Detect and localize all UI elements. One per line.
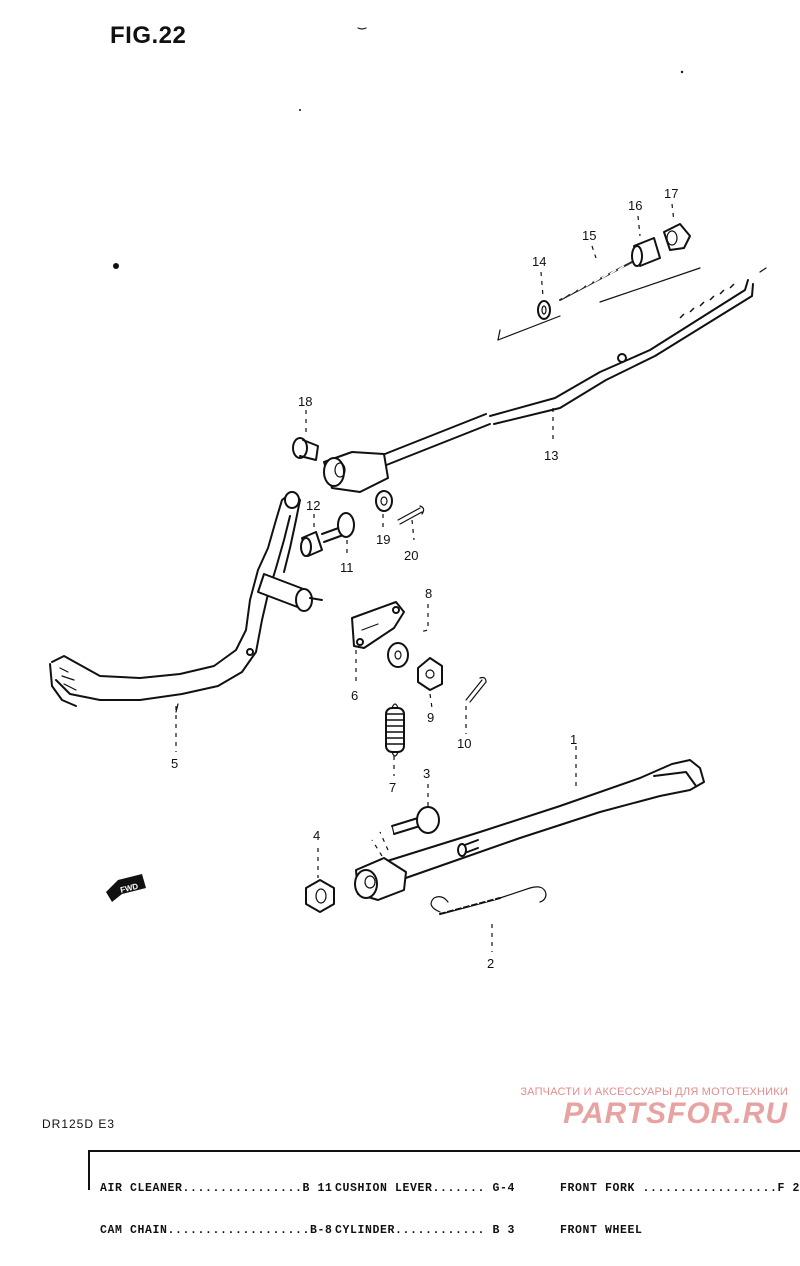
callout-9: 9 bbox=[427, 710, 434, 725]
part-4-nut bbox=[305, 879, 335, 913]
callout-1: 1 bbox=[570, 732, 577, 747]
model-code: DR125D E3 bbox=[42, 1117, 116, 1131]
callout-11: 11 bbox=[340, 560, 354, 575]
section-index-table: AIR CLEANER................B 11 CAM CHAI… bbox=[88, 1150, 800, 1237]
callout-18: 18 bbox=[298, 394, 312, 409]
part-20-cotter-pin bbox=[397, 505, 425, 525]
callout-6: 6 bbox=[351, 688, 358, 703]
part-3-bolt bbox=[391, 806, 440, 835]
part-11-bolt bbox=[321, 512, 355, 543]
callout-17: 17 bbox=[664, 186, 678, 201]
callout-20: 20 bbox=[404, 548, 418, 563]
callout-8: 8 bbox=[425, 586, 432, 601]
part-6-plate bbox=[351, 601, 405, 649]
watermark: ЗАПЧАСТИ И АКСЕССУАРЫ ДЛЯ МОТОТЕХНИКИ PA… bbox=[488, 1086, 788, 1130]
index-column-2: CUSHION LEVER....... G-4 CYLINDER.......… bbox=[335, 1154, 515, 1266]
callout-2: 2 bbox=[487, 956, 494, 971]
fwd-arrow-icon: FWD bbox=[106, 874, 146, 902]
part-13-brake-rod bbox=[323, 267, 767, 493]
part-14-washer bbox=[537, 300, 551, 320]
part-10-cotter-pin bbox=[465, 676, 487, 703]
watermark-subtitle: ЗАПЧАСТИ И АКСЕССУАРЫ ДЛЯ МОТОТЕХНИКИ bbox=[520, 1086, 788, 1098]
part-12-bushing bbox=[300, 531, 323, 557]
callout-13: 13 bbox=[544, 448, 558, 463]
figure-title: FIG.22 bbox=[110, 22, 187, 49]
part-19-washer bbox=[375, 490, 393, 512]
callout-7: 7 bbox=[389, 780, 396, 795]
watermark-logo: PARTSFOR.RU bbox=[563, 1097, 788, 1130]
index-entry: CUSHION LEVER....... G-4 bbox=[335, 1182, 516, 1195]
callout-12: 12 bbox=[306, 498, 320, 513]
index-column-1: AIR CLEANER................B 11 CAM CHAI… bbox=[100, 1154, 333, 1266]
index-entry: FRONT FORK ..................F 2 bbox=[560, 1182, 800, 1195]
part-2-spring bbox=[430, 886, 547, 915]
index-entry: AIR CLEANER................B 11 bbox=[100, 1182, 333, 1195]
index-entry: CYLINDER............ B 3 bbox=[335, 1224, 516, 1237]
part-1-side-stand bbox=[354, 759, 705, 901]
part-5-brake-pedal bbox=[49, 491, 323, 707]
callout-16: 16 bbox=[628, 198, 642, 213]
index-entry: FRONT WHEEL bbox=[560, 1224, 643, 1237]
callout-5: 5 bbox=[171, 756, 178, 771]
callout-10: 10 bbox=[457, 736, 471, 751]
callout-19: 19 bbox=[376, 532, 390, 547]
fwd-label: FWD bbox=[119, 882, 139, 895]
part-17-nut bbox=[663, 223, 691, 251]
part-7-spring bbox=[385, 703, 405, 757]
callout-3: 3 bbox=[423, 766, 430, 781]
callout-15: 15 bbox=[582, 228, 596, 243]
part-15-spring bbox=[559, 261, 633, 301]
part-9-nut bbox=[417, 657, 443, 691]
callout-4: 4 bbox=[313, 828, 320, 843]
index-column-3: FRONT FORK ..................F 2 FRONT W… bbox=[560, 1154, 800, 1266]
part-18-pin bbox=[292, 437, 319, 461]
callout-14: 14 bbox=[532, 254, 546, 269]
index-entry: CAM CHAIN...................B-8 bbox=[100, 1224, 333, 1237]
part-8-washer bbox=[387, 642, 409, 668]
exploded-parts-diagram: 1 2 3 4 5 6 7 8 9 10 11 12 13 14 15 16 1… bbox=[49, 27, 767, 971]
part-16-collar bbox=[631, 237, 661, 267]
